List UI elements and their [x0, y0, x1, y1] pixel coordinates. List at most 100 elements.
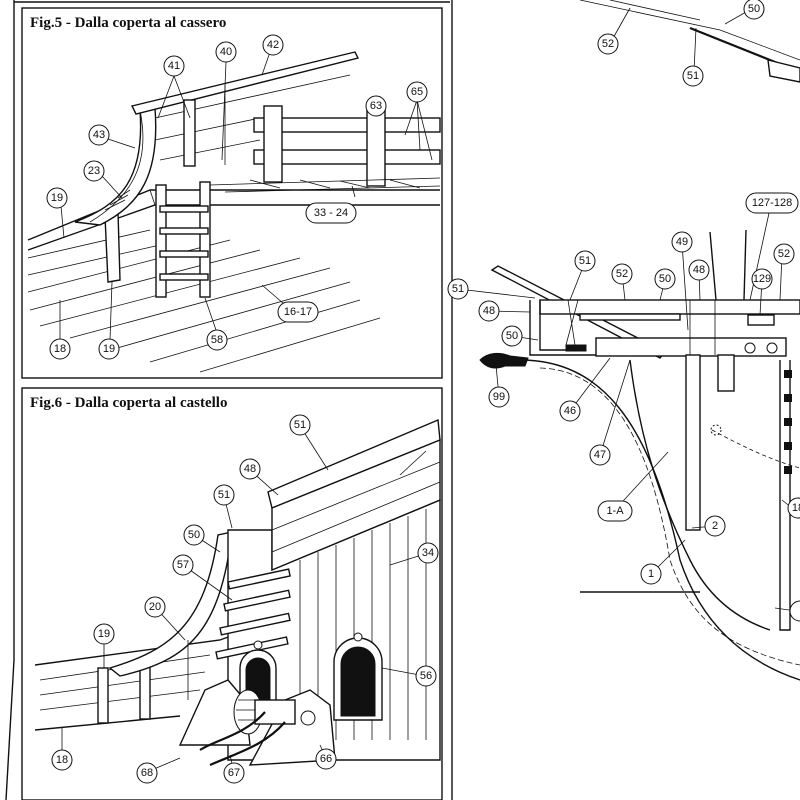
svg-text:99: 99	[493, 391, 505, 403]
main-drawing	[457, 0, 800, 681]
callout: 51	[447, 278, 469, 300]
callout: 51	[574, 250, 596, 272]
fig5-title: Fig.5 - Dalla coperta al cassero	[30, 15, 226, 31]
svg-text:56: 56	[420, 670, 432, 682]
svg-text:49: 49	[676, 236, 688, 248]
callout: 50	[183, 524, 205, 546]
callout: 42	[262, 34, 284, 56]
callout: 34	[417, 542, 439, 564]
fig5-ladder	[155, 181, 211, 298]
fig5-stanchion	[104, 211, 121, 283]
svg-text:51: 51	[452, 283, 464, 295]
sheet-left-edge	[5, 0, 15, 800]
fig6-doorway-right	[333, 632, 383, 721]
main-stem-post	[685, 354, 701, 531]
callout: 19	[93, 623, 115, 645]
svg-text:2: 2	[712, 520, 718, 532]
fig6-cable-right	[209, 721, 286, 767]
fig6-callouts: 51 48 51 50 57 34 20 19 56 18 68 67 66	[51, 414, 439, 784]
main-figurehead	[479, 352, 529, 369]
callout: 50	[743, 0, 765, 20]
callout	[789, 600, 800, 622]
svg-text:23: 23	[88, 165, 100, 177]
svg-text:50: 50	[748, 3, 760, 15]
fig5-callouts: 41 40 42 63 65 43 23 19 33 - 24 16-17 18…	[46, 34, 428, 360]
callout: 68	[136, 762, 158, 784]
fig6-panel: Fig.6 - Dalla coperta al castello	[21, 387, 443, 800]
main-callouts: 50 52 51 127-128 49 51 52 50 48 52 129 5…	[447, 0, 800, 622]
svg-text:67: 67	[228, 767, 240, 779]
svg-text:48: 48	[693, 264, 705, 276]
callout: 65	[406, 81, 428, 103]
callout: 18	[49, 338, 71, 360]
callout: 56	[415, 665, 437, 687]
svg-text:50: 50	[659, 273, 671, 285]
svg-text:1-A: 1-A	[606, 505, 624, 517]
svg-text:51: 51	[687, 70, 699, 82]
callout: 20	[144, 596, 166, 618]
svg-text:52: 52	[778, 248, 790, 260]
svg-text:19: 19	[103, 343, 115, 355]
fig5-upper-rail	[130, 51, 360, 115]
main-top-rail	[579, 0, 800, 61]
callout: 48	[478, 300, 500, 322]
main-hull-outer	[519, 359, 800, 681]
callout: 18	[51, 749, 73, 771]
callout: 127-128	[745, 192, 799, 214]
callout: 57	[172, 554, 194, 576]
callout: 51	[682, 65, 704, 87]
callout: 1	[640, 563, 662, 585]
svg-text:1: 1	[648, 568, 654, 580]
svg-text:50: 50	[188, 529, 200, 541]
svg-text:52: 52	[602, 38, 614, 50]
callout: 41	[163, 55, 185, 77]
svg-text:34: 34	[422, 547, 434, 559]
svg-text:51: 51	[579, 255, 591, 267]
svg-text:19: 19	[98, 628, 110, 640]
svg-text:19: 19	[51, 192, 63, 204]
svg-text:51: 51	[218, 489, 230, 501]
callout: 19	[46, 187, 68, 209]
callout: 52	[597, 33, 619, 55]
svg-text:47: 47	[594, 449, 606, 461]
svg-text:51: 51	[294, 419, 306, 431]
svg-text:52: 52	[616, 268, 628, 280]
svg-text:127-128: 127-128	[752, 197, 792, 209]
callout: 16-17	[277, 301, 319, 323]
svg-text:43: 43	[93, 129, 105, 141]
fig6-title: Fig.6 - Dalla coperta al castello	[30, 395, 227, 411]
callout: 1-A	[597, 500, 633, 522]
svg-text:58: 58	[211, 334, 223, 346]
callout: 52	[773, 243, 795, 265]
callout: 67	[223, 762, 245, 784]
svg-text:41: 41	[168, 60, 180, 72]
svg-text:66: 66	[320, 753, 332, 765]
callout: 50	[501, 325, 523, 347]
callout: 50	[654, 268, 676, 290]
fig6-cable-left	[199, 711, 266, 751]
svg-text:46: 46	[564, 405, 576, 417]
main-ports	[784, 370, 792, 474]
callout: 51	[289, 414, 311, 436]
svg-text:129: 129	[753, 273, 771, 285]
svg-text:18: 18	[792, 502, 800, 514]
fig6-steps	[215, 568, 291, 660]
svg-text:68: 68	[141, 767, 153, 779]
svg-text:18: 18	[54, 343, 66, 355]
callout: 63	[365, 95, 387, 117]
callout: 19	[98, 338, 120, 360]
svg-text:18: 18	[56, 754, 68, 766]
callout: 48	[688, 259, 710, 281]
svg-text:48: 48	[244, 463, 256, 475]
fig5-deck-planks	[27, 229, 381, 373]
callout: 51	[213, 484, 235, 506]
svg-text:16-17: 16-17	[284, 306, 312, 318]
callout: 66	[315, 748, 337, 770]
svg-text:48: 48	[483, 305, 495, 317]
fig5-frame	[21, 7, 443, 379]
callout: 40	[215, 41, 237, 63]
callout: 46	[559, 400, 581, 422]
callout: 58	[206, 329, 228, 351]
svg-text:65: 65	[411, 86, 423, 98]
